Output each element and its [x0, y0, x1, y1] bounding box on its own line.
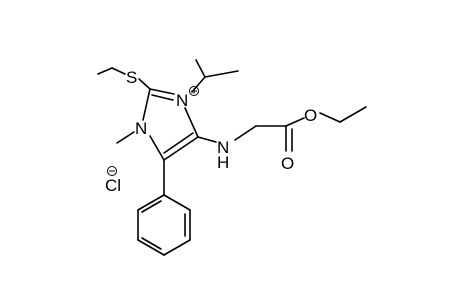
bond-c4-nh	[197, 136, 217, 143]
nitrogen-methyl-atom-label: N	[135, 119, 147, 138]
bond-n1-methyl	[116, 131, 135, 144]
bond-n1-c5	[149, 135, 165, 161]
bond-ph-6	[137, 194, 165, 211]
bond-ipr-me1	[195, 59, 206, 78]
bond-s-c2	[138, 78, 151, 90]
bond-nh-ch2	[234, 125, 257, 141]
bond-c4-c5	[163, 136, 199, 161]
bond-c2-n3	[149, 88, 175, 95]
bond-ph-double-3	[141, 200, 162, 213]
bond-carbonyl-oester	[285, 117, 305, 127]
bond-ph-3	[163, 239, 191, 256]
bond-oester-ethyl	[319, 112, 341, 123]
nitrogen-cation-atom-label: N	[176, 91, 188, 110]
bond-ph-1	[163, 194, 191, 211]
bond-n3-c4	[184, 107, 199, 138]
bond-methyl-s-1	[97, 67, 113, 75]
bond-ethyl-methyl	[339, 106, 367, 123]
bond-ph-double-2	[141, 237, 162, 250]
bond-c2-n1	[142, 88, 151, 121]
oxygen-carbonyl-atom-label: O	[281, 154, 294, 173]
positive-charge-icon	[189, 86, 199, 96]
bond-c4-c5-double	[163, 132, 194, 154]
oxygen-ester-atom-label: O	[304, 106, 317, 125]
bond-ipr-me2	[204, 70, 239, 78]
negative-charge-icon	[107, 166, 117, 176]
bond-ph-4	[137, 239, 165, 256]
hydrogen-amino-atom-label: H	[217, 153, 229, 172]
nitrogen-amino-atom-label: N	[217, 138, 229, 157]
bond-methyl-s-2	[111, 67, 126, 75]
chloride-atom-label: Cl	[105, 176, 121, 195]
bond-c2-n3-double	[151, 94, 174, 101]
sulfur-atom-label: S	[126, 68, 137, 87]
